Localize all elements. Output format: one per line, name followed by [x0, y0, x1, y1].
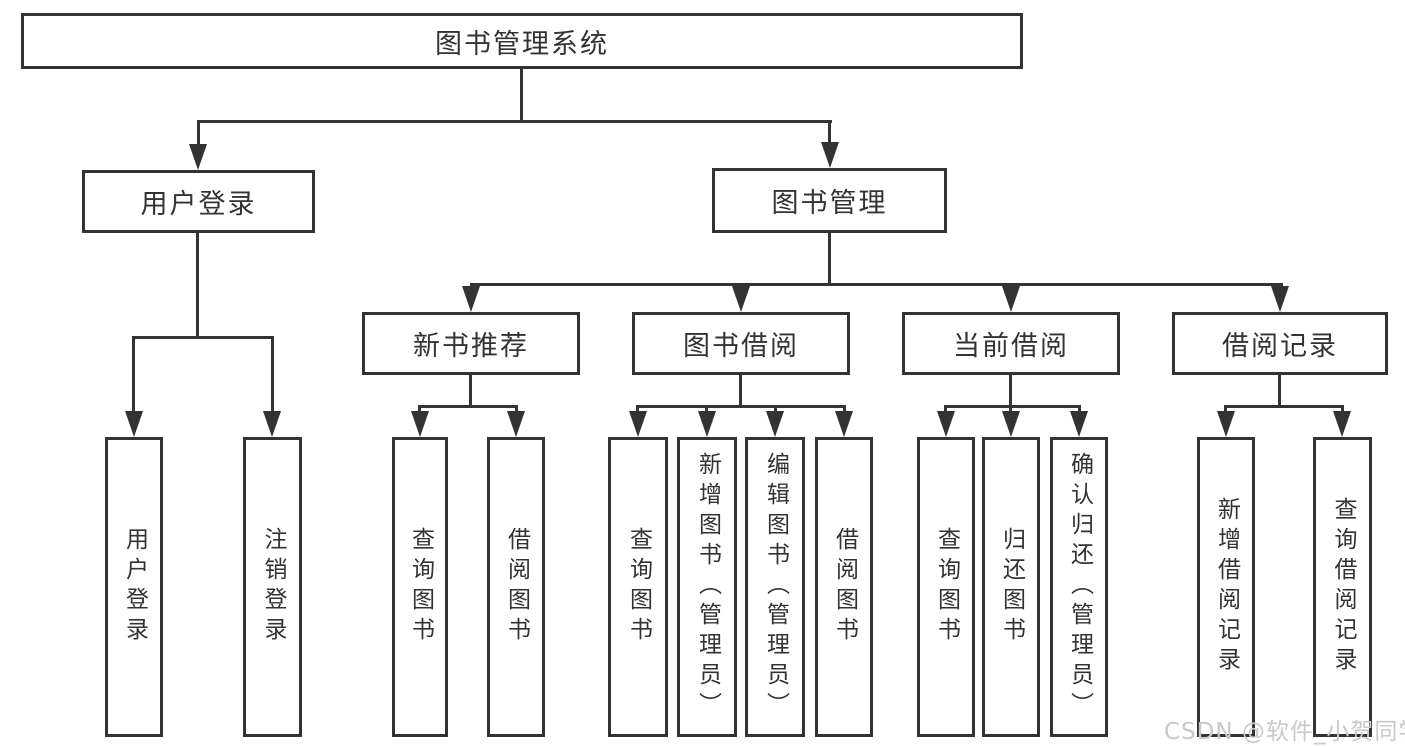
connector-stem	[1278, 375, 1281, 405]
connector-stem	[196, 233, 199, 336]
connector-stub	[515, 405, 518, 415]
connector-stub	[828, 120, 831, 148]
arrow-down-icon	[629, 411, 647, 437]
arrow-down-icon	[411, 411, 429, 437]
connector-bar	[418, 405, 518, 408]
arrow-down-icon	[1002, 411, 1020, 437]
node-new-book-recommend: 新书推荐	[362, 312, 580, 375]
node-root-library-system: 图书管理系统	[21, 13, 1023, 69]
leaf-borrow-books: 借阅图书	[487, 437, 545, 737]
leaf-confirm-return-admin: 确认归还（管理员）	[1050, 437, 1108, 737]
connector-stem	[1009, 375, 1012, 405]
leaf-query-books: 查询图书	[608, 437, 668, 737]
leaf-query-books: 查询图书	[392, 437, 448, 737]
connector-stub	[197, 120, 200, 148]
connector-bar	[1224, 405, 1344, 408]
node-book-borrowing: 图书借阅	[632, 312, 850, 375]
arrow-down-icon	[821, 142, 839, 168]
arrow-down-icon	[835, 411, 853, 437]
arrow-down-icon	[1271, 286, 1289, 312]
connector-bar	[944, 405, 1081, 408]
arrow-down-icon	[698, 411, 716, 437]
connector-stub	[705, 405, 708, 415]
arrow-down-icon	[507, 411, 525, 437]
arrow-down-icon	[1217, 411, 1235, 437]
connector-root-stem	[520, 69, 523, 120]
connector-stub	[132, 336, 135, 411]
arrow-down-icon	[462, 286, 480, 312]
leaf-edit-books-admin: 编辑图书（管理员）	[745, 437, 805, 737]
arrow-down-icon	[125, 411, 143, 437]
connector-stub	[1078, 405, 1081, 415]
connector-stub	[1341, 405, 1344, 415]
arrow-down-icon	[937, 411, 955, 437]
arrow-down-icon	[1333, 411, 1351, 437]
connector-stub	[774, 405, 777, 415]
node-current-borrowing: 当前借阅	[902, 312, 1120, 375]
leaf-add-books-admin: 新增图书（管理员）	[677, 437, 737, 737]
connector-bar	[132, 336, 274, 339]
connector-root-bar	[197, 120, 832, 123]
leaf-user-login: 用户登录	[105, 437, 163, 737]
arrow-down-icon	[1070, 411, 1088, 437]
connector-stub	[843, 405, 846, 415]
connector-stub	[944, 405, 947, 415]
connector-stem	[739, 375, 742, 405]
connector-bar	[470, 283, 1283, 286]
leaf-query-borrow-record: 查询借阅记录	[1313, 437, 1372, 737]
connector-stub	[271, 336, 274, 411]
node-book-management: 图书管理	[712, 168, 947, 233]
arrow-down-icon	[189, 144, 207, 170]
connector-stub	[1224, 405, 1227, 415]
connector-bar	[636, 405, 846, 408]
connector-stub	[418, 405, 421, 415]
connector-stem	[828, 233, 831, 283]
node-borrowing-records: 借阅记录	[1172, 312, 1388, 375]
connector-stub	[1009, 405, 1012, 415]
arrow-down-icon	[766, 411, 784, 437]
node-user-login: 用户登录	[82, 170, 315, 233]
leaf-return-books: 归还图书	[982, 437, 1040, 737]
csdn-watermark: CSDN @软件_小贺同学	[1164, 719, 1405, 745]
leaf-logout: 注销登录	[243, 437, 302, 737]
leaf-add-borrow-record: 新增借阅记录	[1197, 437, 1255, 737]
arrow-down-icon	[732, 286, 750, 312]
connector-stem	[469, 375, 472, 405]
leaf-borrow-books: 借阅图书	[815, 437, 873, 737]
arrow-down-icon	[1002, 286, 1020, 312]
connector-stub	[636, 405, 639, 415]
leaf-query-books: 查询图书	[917, 437, 975, 737]
arrow-down-icon	[263, 411, 281, 437]
